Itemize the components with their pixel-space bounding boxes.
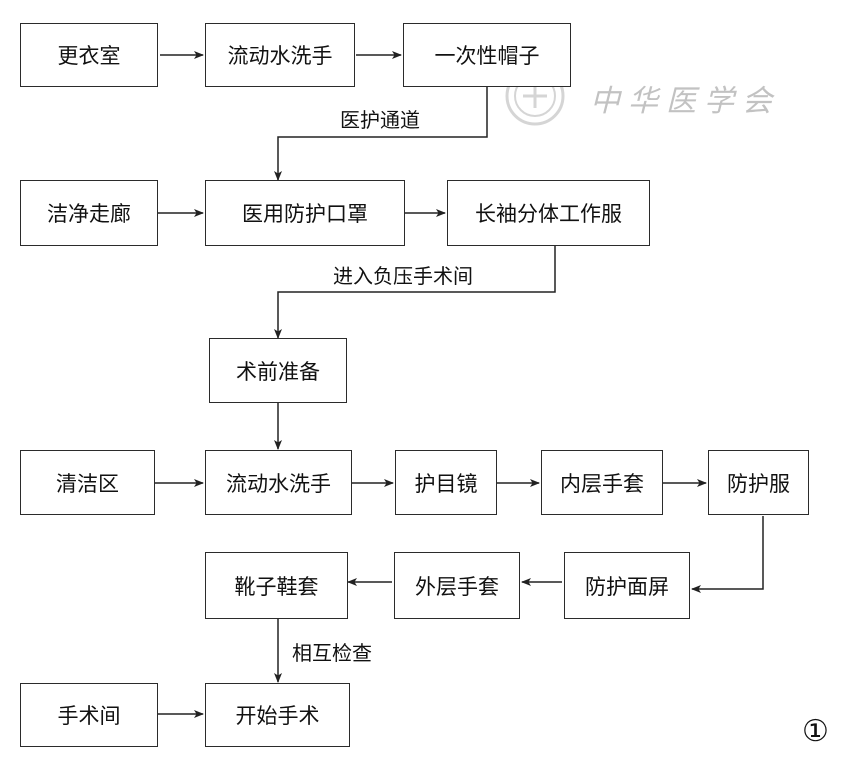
arrow-gown-to-prep <box>274 246 556 339</box>
node-long-sleeve-gown: 长袖分体工作服 <box>447 180 650 246</box>
node-disposable-cap: 一次性帽子 <box>403 23 571 87</box>
node-protective-suit: 防护服 <box>708 450 809 515</box>
figure-number: ① <box>802 714 829 749</box>
node-face-shield: 防护面屏 <box>564 552 690 619</box>
node-changing-room: 更衣室 <box>20 23 158 87</box>
watermark-text: 中华医学会 <box>590 84 780 119</box>
node-clean-corridor: 洁净走廊 <box>20 180 158 246</box>
label-mutual-check: 相互检查 <box>292 641 372 665</box>
node-inner-gloves: 内层手套 <box>541 450 663 515</box>
arrow-cap-to-mask <box>274 87 488 181</box>
node-hand-wash-2: 流动水洗手 <box>205 450 352 515</box>
node-outer-gloves: 外层手套 <box>394 552 520 619</box>
arrow-suit-to-shield <box>691 516 764 593</box>
node-start-surgery: 开始手术 <box>205 683 350 747</box>
node-pre-op-prep: 术前准备 <box>209 338 347 403</box>
node-medical-mask: 医用防护口罩 <box>205 180 405 246</box>
node-boot-covers: 靴子鞋套 <box>205 552 348 619</box>
node-clean-area: 清洁区 <box>20 450 155 515</box>
label-enter-negative-pressure-room: 进入负压手术间 <box>333 264 473 288</box>
node-hand-wash-1: 流动水洗手 <box>205 23 355 87</box>
label-medical-channel: 医护通道 <box>340 108 420 132</box>
node-goggles: 护目镜 <box>395 450 497 515</box>
node-operating-room: 手术间 <box>20 683 158 747</box>
